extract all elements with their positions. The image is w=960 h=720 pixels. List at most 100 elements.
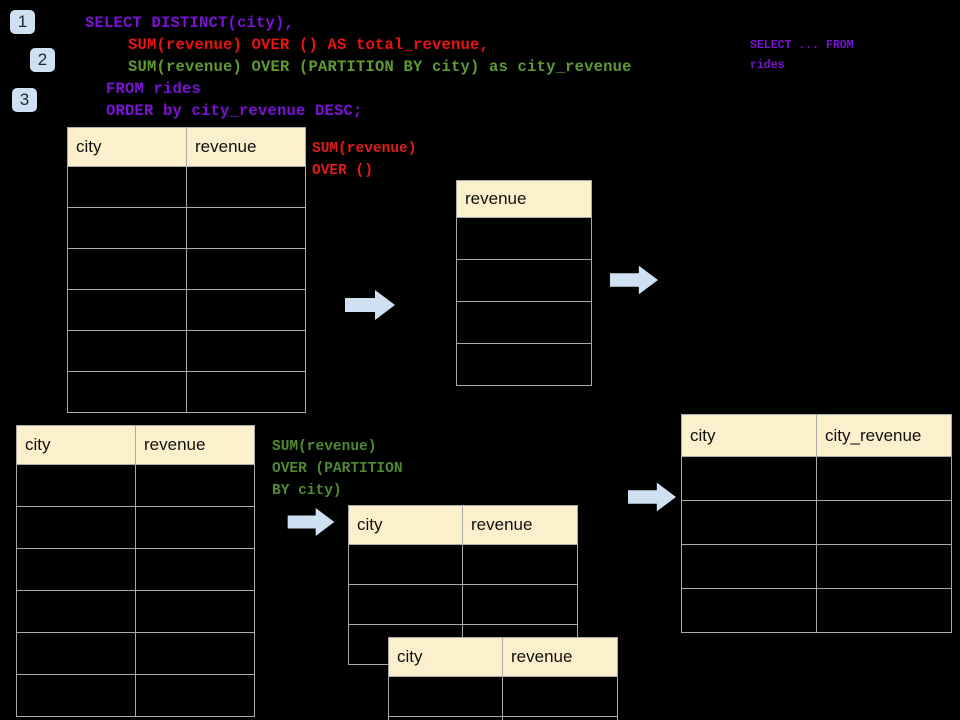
table-header-row: revenue [456, 180, 592, 218]
column-header-city: city [16, 425, 136, 465]
table-header-row: city revenue [388, 637, 618, 677]
table-row [681, 500, 952, 545]
table-partition-group-front: city revenue [388, 637, 618, 720]
arrow-total-to-result [610, 265, 658, 295]
table-cell [816, 500, 952, 545]
column-header-revenue: revenue [186, 127, 306, 167]
table-cell [16, 632, 136, 675]
sql-line-order-by: ORDER by city_revenue DESC; [106, 102, 363, 120]
table-cell [16, 548, 136, 591]
table-rides-source-bottom: city revenue [16, 425, 255, 717]
table-row [16, 590, 255, 633]
column-header-city: city [388, 637, 503, 677]
table-cell [348, 544, 463, 585]
column-header-city: city [681, 414, 817, 457]
table-header-row: city revenue [348, 505, 578, 545]
table-cell [456, 259, 592, 302]
annotation-total-revenue-line-2: OVER () [312, 163, 373, 179]
table-cell [135, 506, 255, 549]
table-row [456, 343, 592, 386]
table-cell [186, 371, 306, 413]
table-row [681, 588, 952, 633]
table-cell [186, 248, 306, 290]
table-cell [816, 456, 952, 501]
table-row [348, 584, 578, 625]
table-cell [816, 588, 952, 633]
column-header-city-revenue: city_revenue [816, 414, 952, 457]
column-header-revenue: revenue [135, 425, 255, 465]
sql-line-total-revenue: SUM(revenue) OVER () AS total_revenue, [128, 36, 490, 54]
table-cell [67, 371, 187, 413]
table-cell [502, 676, 618, 717]
table-row [67, 248, 306, 290]
table-row [16, 506, 255, 549]
table-cell [67, 289, 187, 331]
table-cell [135, 548, 255, 591]
table-rides-source-top: city revenue [67, 127, 306, 413]
table-cell [462, 544, 578, 585]
table-header-row: city city_revenue [681, 414, 952, 457]
table-cell [186, 166, 306, 208]
table-row [67, 207, 306, 249]
table-cell [16, 506, 136, 549]
table-row [16, 548, 255, 591]
table-row [67, 330, 306, 372]
table-cell [462, 584, 578, 625]
step-badge-2: 2 [30, 48, 55, 72]
table-result: city city_revenue [681, 414, 952, 633]
table-cell [681, 500, 817, 545]
side-note-line-1: SELECT ... FROM [750, 39, 854, 52]
table-row [681, 456, 952, 501]
table-cell [388, 676, 503, 717]
table-cell [186, 330, 306, 372]
table-row [388, 676, 618, 717]
table-cell [16, 674, 136, 717]
side-note-line-2: rides [750, 59, 785, 72]
table-row [16, 674, 255, 717]
table-row [67, 166, 306, 208]
annotation-city-revenue-line-2: OVER (PARTITION [272, 461, 403, 477]
step-badge-3: 3 [12, 88, 37, 112]
table-row [456, 217, 592, 260]
table-row [681, 544, 952, 589]
table-row [456, 301, 592, 344]
table-cell [681, 456, 817, 501]
table-total-revenue: revenue [456, 180, 592, 386]
table-row [456, 259, 592, 302]
table-cell [67, 330, 187, 372]
table-cell [502, 716, 618, 720]
table-header-row: city revenue [67, 127, 306, 167]
sql-line-city-revenue: SUM(revenue) OVER (PARTITION BY city) as… [128, 58, 632, 76]
column-header-city: city [348, 505, 463, 545]
table-cell [816, 544, 952, 589]
table-row [348, 544, 578, 585]
step-badge-1: 1 [10, 10, 35, 34]
table-row [16, 464, 255, 507]
table-header-row: city revenue [16, 425, 255, 465]
table-cell [67, 166, 187, 208]
sql-line-select: SELECT DISTINCT(city), [85, 14, 295, 32]
table-cell [681, 544, 817, 589]
arrow-partition-to-result [628, 482, 676, 512]
table-row [67, 289, 306, 331]
sql-line-from: FROM rides [106, 80, 202, 98]
table-cell [456, 343, 592, 386]
table-cell [16, 464, 136, 507]
column-header-revenue: revenue [502, 637, 618, 677]
column-header-revenue: revenue [456, 180, 592, 218]
table-cell [186, 207, 306, 249]
annotation-city-revenue-line-3: BY city) [272, 483, 342, 499]
table-cell [67, 207, 187, 249]
table-cell [681, 588, 817, 633]
annotation-city-revenue-line-1: SUM(revenue) [272, 439, 377, 455]
column-header-city: city [67, 127, 187, 167]
table-cell [456, 217, 592, 260]
arrow-source-to-total [345, 290, 395, 320]
table-row [388, 716, 618, 720]
table-cell [186, 289, 306, 331]
table-cell [456, 301, 592, 344]
table-cell [348, 584, 463, 625]
table-row [16, 632, 255, 675]
annotation-total-revenue-line-1: SUM(revenue) [312, 141, 417, 157]
